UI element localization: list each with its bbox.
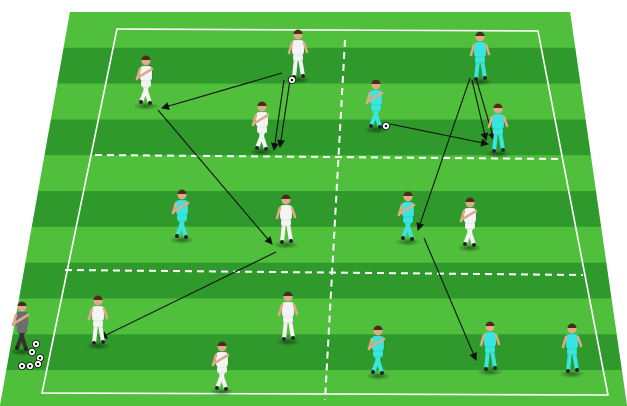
pitch-stripe [51,84,586,120]
pitch-stripe [6,334,621,370]
soccer-ball [18,362,25,369]
soccer-ball [32,340,39,347]
pitch-stripe [32,191,601,227]
pitch-stripe [45,119,591,155]
pitch-stripe [19,263,611,299]
soccer-ball [34,360,41,367]
soccer-ball [382,122,389,129]
pitch-stripe [57,48,580,84]
soccer-ball [26,362,33,369]
soccer-ball [288,76,295,83]
soccer-ball [28,348,35,355]
pitch-stripe [38,155,596,191]
pitch-stripe [25,227,606,263]
pitch-stripe [0,370,627,406]
